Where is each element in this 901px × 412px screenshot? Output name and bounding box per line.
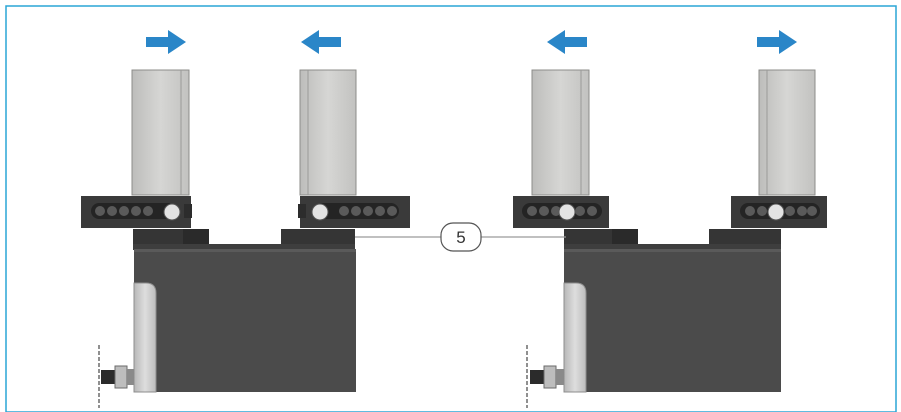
- arrow-right-icon: [146, 30, 186, 54]
- finger-right-1: [531, 69, 590, 196]
- jaw-screw: [163, 203, 181, 221]
- jaw-screw: [767, 203, 785, 221]
- side-panel-right: [563, 282, 587, 393]
- jaw-bracket-left-1: [81, 196, 192, 228]
- gripper-right: [513, 30, 827, 408]
- callout-label: 5: [456, 228, 465, 247]
- finger-left-1: [131, 69, 190, 196]
- jaw-screw: [558, 203, 576, 221]
- gripper-body-left: [134, 249, 356, 392]
- gripper-left: [81, 30, 410, 408]
- connector-left: [101, 365, 134, 389]
- callout-5: 5: [355, 222, 566, 252]
- arrow-left-icon: [547, 30, 587, 54]
- jaw-bracket-right-1: [513, 196, 609, 228]
- finger-left-2: [299, 69, 357, 196]
- connector-right: [530, 365, 564, 389]
- jaw-bracket-left-2: [298, 196, 410, 228]
- arrow-left-icon: [301, 30, 341, 54]
- jaw-screw: [311, 203, 329, 221]
- side-panel-left: [133, 282, 157, 393]
- arrow-right-icon: [757, 30, 797, 54]
- finger-right-2: [758, 69, 816, 196]
- gripper-body-right: [564, 249, 781, 392]
- diagram-frame: [5, 5, 897, 412]
- jaw-bracket-right-2: [731, 196, 827, 228]
